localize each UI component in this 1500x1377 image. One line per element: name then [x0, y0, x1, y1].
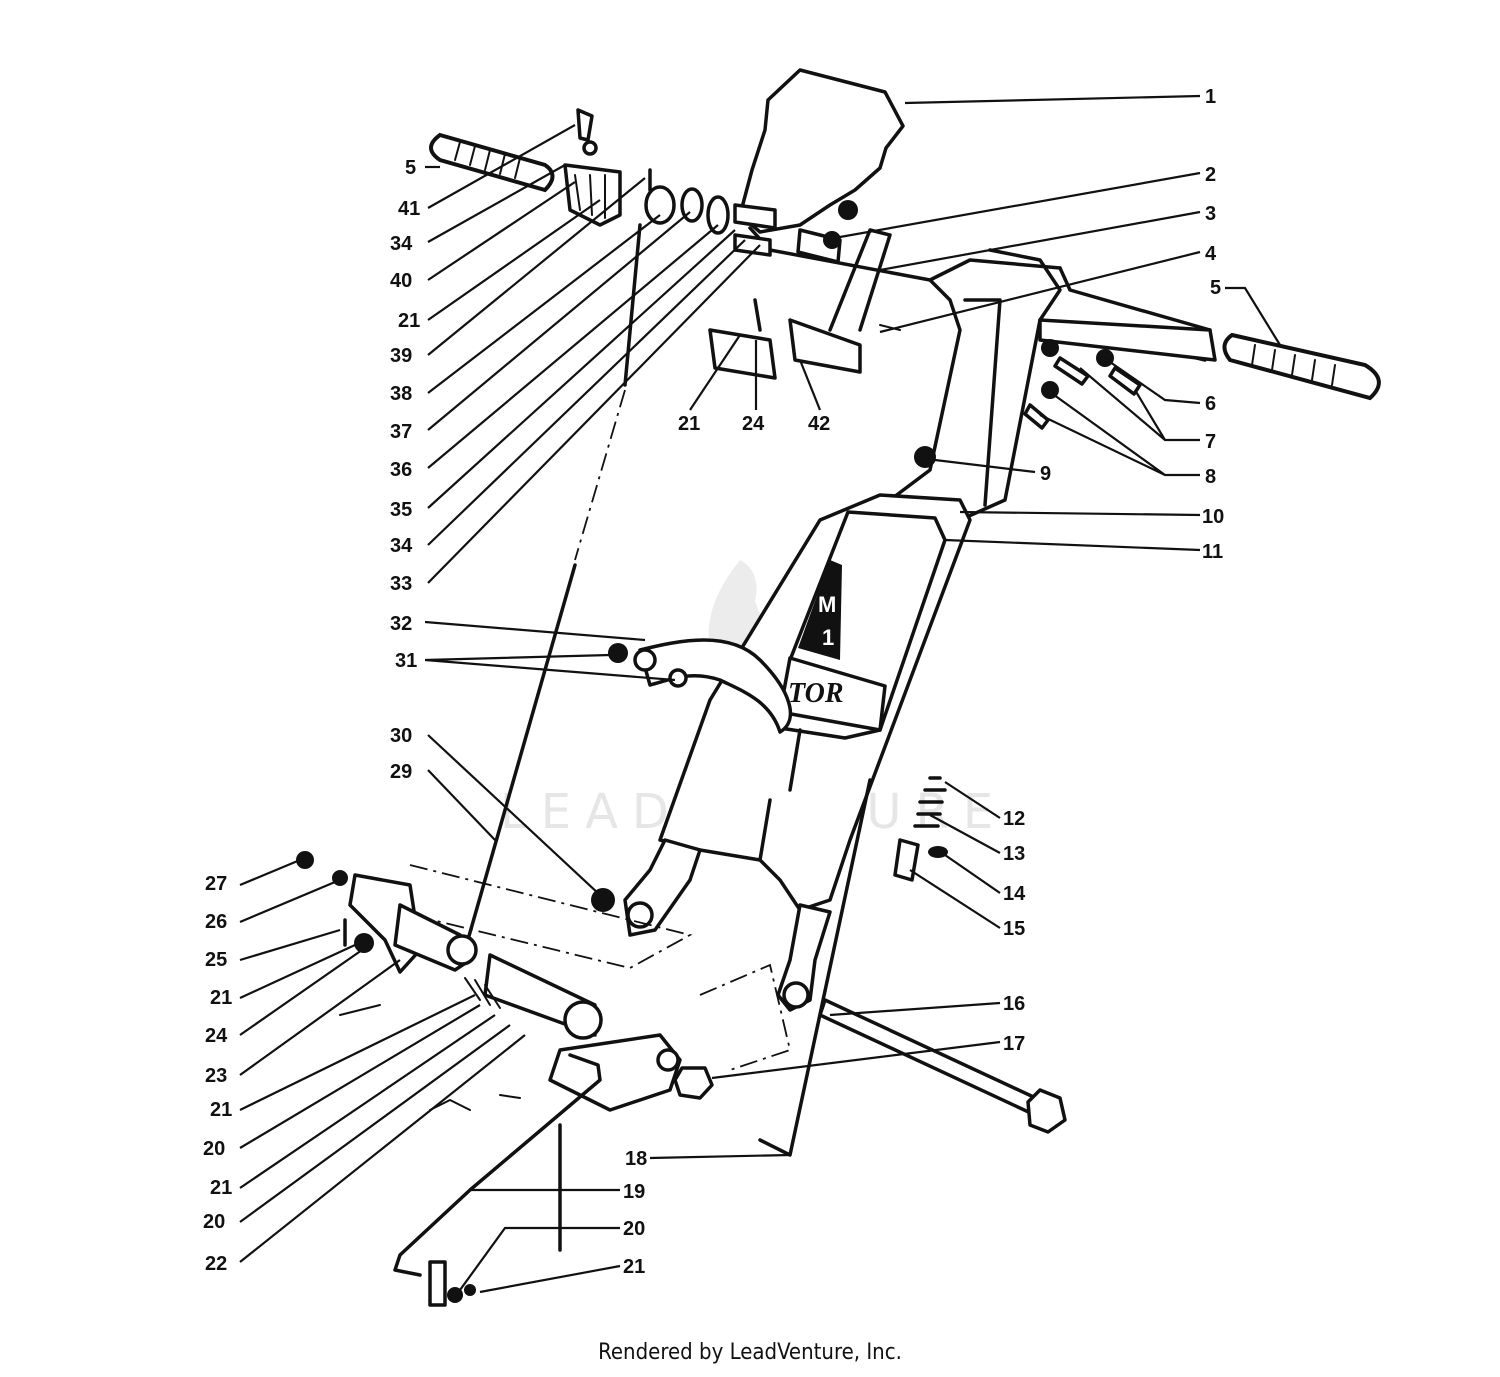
callout-21a: 21	[398, 310, 420, 332]
callout-5-right: 5	[1210, 277, 1221, 299]
callout-7: 7	[1205, 431, 1216, 453]
carriage-bolt	[818, 998, 1042, 1117]
callout-34b: 34	[390, 535, 413, 557]
spring-assembly	[893, 776, 948, 882]
callout-4: 4	[1205, 243, 1217, 265]
callout-34a: 34	[390, 233, 413, 255]
callout-2: 2	[1205, 164, 1216, 186]
decal-brand-text: TOR	[788, 678, 844, 709]
control-rod-upper	[623, 223, 642, 387]
right-grip	[1222, 332, 1381, 401]
upper-handle-right-tube	[1058, 266, 1212, 332]
callout-12: 12	[1003, 808, 1025, 830]
callout-18: 18	[625, 1148, 647, 1170]
callout-13: 13	[1003, 843, 1025, 865]
upper-handle-right-tube-2	[958, 248, 1062, 522]
handle-assembly: M 1 TOR	[623, 68, 1217, 1012]
decal-dark-triangle	[798, 560, 842, 660]
callout-21c: 21	[210, 987, 232, 1009]
callout-33: 33	[390, 573, 412, 595]
callout-39: 39	[390, 345, 412, 367]
callout-40: 40	[390, 270, 412, 292]
callout-16: 16	[1003, 993, 1025, 1015]
decal-model-text-2: 1	[822, 625, 834, 650]
callout-27: 27	[205, 873, 227, 895]
decal-model-text-1: M	[818, 592, 836, 617]
callout-36: 36	[390, 459, 412, 481]
callout-9: 9	[1040, 463, 1051, 485]
callout-24b: 24	[205, 1025, 228, 1047]
left-grip	[429, 132, 555, 193]
callout-3: 3	[1205, 203, 1216, 225]
callout-labels: 1 2 3 4 5 6 7 8 9 10 11 5 41 34 40 21 39…	[203, 86, 1224, 1278]
callout-25: 25	[205, 949, 227, 971]
footer-credit: Rendered by LeadVenture, Inc.	[598, 1340, 902, 1365]
callout-8: 8	[1205, 466, 1216, 488]
callout-24a: 24	[742, 413, 765, 435]
control-rod-lower	[463, 563, 577, 952]
callout-6: 6	[1205, 393, 1216, 415]
callout-14: 14	[1003, 883, 1026, 905]
callout-5-left: 5	[405, 157, 416, 179]
bail-lever	[591, 638, 792, 912]
callout-23: 23	[205, 1065, 227, 1087]
callout-21b: 21	[678, 413, 700, 435]
callout-1: 1	[1205, 86, 1216, 108]
callout-42: 42	[808, 413, 830, 435]
callout-26: 26	[205, 911, 227, 933]
callout-31: 31	[395, 650, 417, 672]
upper-handle-left-tube-2	[928, 258, 1062, 282]
callout-15: 15	[1003, 918, 1025, 940]
upper-small-parts	[463, 108, 1142, 952]
callout-21d: 21	[210, 1099, 232, 1121]
callout-22: 22	[205, 1253, 227, 1275]
control-plate	[738, 68, 905, 234]
callout-38: 38	[390, 383, 412, 405]
callout-32: 32	[390, 613, 412, 635]
callout-41: 41	[398, 198, 420, 220]
callout-19: 19	[623, 1181, 645, 1203]
leader-lines	[239, 94, 1281, 1294]
callout-21f: 21	[623, 1256, 645, 1278]
callout-21e: 21	[210, 1177, 232, 1199]
callout-37: 37	[390, 421, 412, 443]
callout-20c: 20	[623, 1218, 645, 1240]
callout-10: 10	[1202, 506, 1224, 528]
callout-11: 11	[1202, 541, 1223, 563]
callout-17: 17	[1003, 1033, 1025, 1055]
callout-29: 29	[390, 761, 412, 783]
callout-20a: 20	[203, 1138, 225, 1160]
callout-30: 30	[390, 725, 412, 747]
callout-35: 35	[390, 499, 412, 521]
callout-20b: 20	[203, 1211, 225, 1233]
